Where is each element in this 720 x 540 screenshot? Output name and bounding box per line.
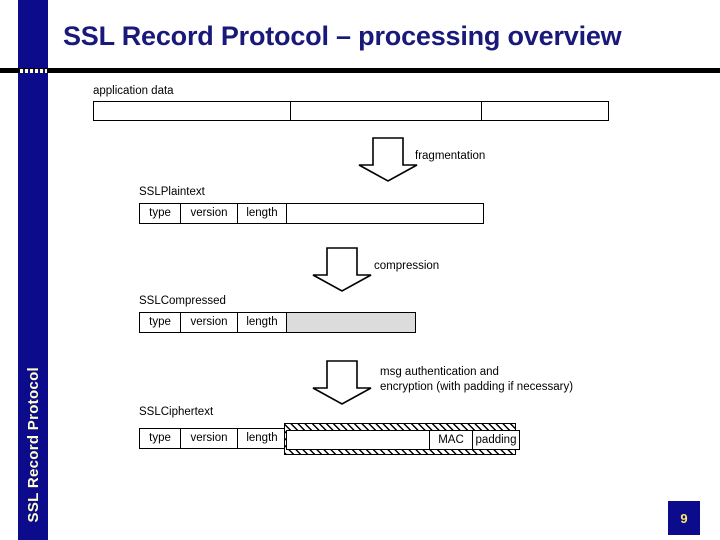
application-data-bar [93,101,609,121]
application-data-segment [481,101,609,121]
sslciphertext-encrypted-region: MAC padding [284,423,520,455]
sslciphertext-payload [286,430,430,450]
sslcompressed-title: SSLCompressed [139,295,226,307]
sslciphertext-field-padding: padding [472,430,520,450]
sslplaintext-record: type version length [139,203,484,224]
fragmentation-arrow-icon [358,137,418,182]
sslciphertext-field-mac: MAC [429,430,473,450]
sslcompressed-record: type version length [139,312,416,333]
sslplaintext-field-type: type [139,203,181,224]
fragmentation-label: fragmentation [415,150,486,162]
sslcompressed-field-length: length [237,312,287,333]
sslplaintext-payload [286,203,484,224]
sslciphertext-field-version: version [180,428,238,449]
header-dotted-accent [20,69,47,73]
sslciphertext-encrypted-fields: MAC padding [286,430,520,450]
sslciphertext-record: type version length [139,428,287,449]
sslplaintext-field-length: length [237,203,287,224]
sslcompressed-payload [286,312,416,333]
page-number-badge: 9 [668,501,700,535]
compression-arrow-icon [312,247,372,292]
sslplaintext-field-version: version [180,203,238,224]
compression-label: compression [374,260,440,272]
sslciphertext-title: SSLCiphertext [139,406,214,418]
sslciphertext-field-length: length [237,428,287,449]
sslciphertext-field-type: type [139,428,181,449]
sidebar-accent-band [18,0,48,540]
sidebar-vertical-title: SSL Record Protocol [18,0,48,540]
application-data-segment [93,101,291,121]
sslcompressed-field-type: type [139,312,181,333]
application-data-segment [290,101,482,121]
encryption-arrow-icon [312,360,372,405]
application-data-label: application data [93,85,174,97]
page-title: SSL Record Protocol – processing overvie… [63,21,622,52]
sidebar-vertical-title-text: SSL Record Protocol [24,366,42,522]
header-divider-rule [0,68,720,73]
sslplaintext-title: SSLPlaintext [139,186,205,198]
sslcompressed-field-version: version [180,312,238,333]
encryption-label: msg authentication and encryption (with … [380,366,574,393]
